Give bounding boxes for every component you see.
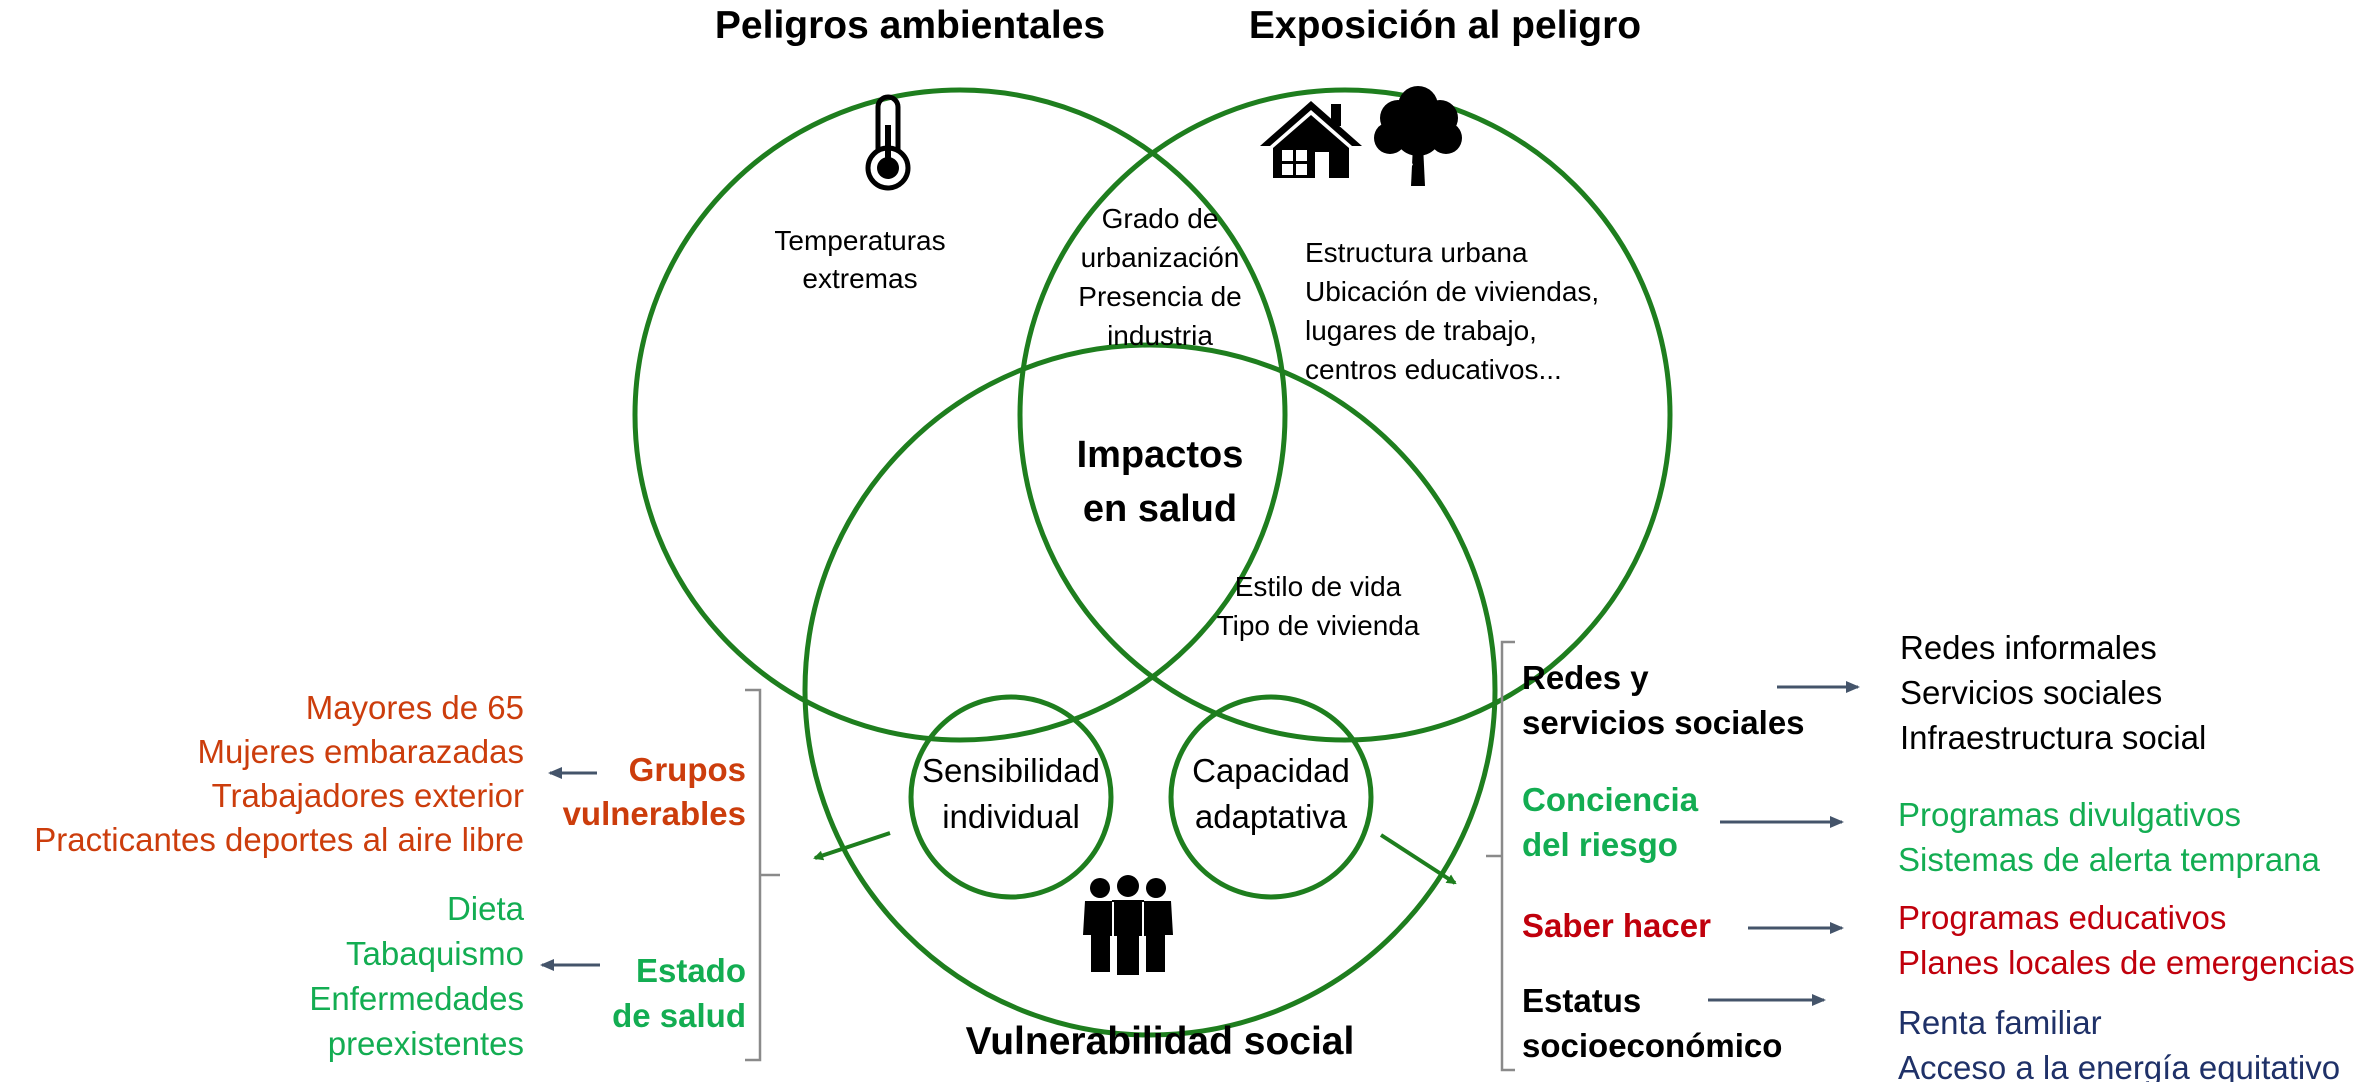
status-item: Renta familiar: [1898, 1004, 2102, 1041]
vulnerability-title: Vulnerabilidad social: [965, 1020, 1355, 1063]
knowhow-header: Saber hacer: [1522, 903, 1762, 948]
knowhow-list: Programas educativos Planes locales de e…: [1898, 895, 2368, 985]
awareness-header-line: Conciencia: [1522, 781, 1699, 818]
groups-item: Mujeres embarazadas: [197, 733, 525, 770]
left-bracket: [745, 688, 780, 1062]
groups-item: Mayores de 65: [305, 689, 524, 726]
knowhow-item: Programas educativos: [1898, 899, 2227, 936]
knowhow-header-line: Saber hacer: [1522, 907, 1711, 944]
vulnerability-circle: [802, 342, 1498, 1038]
awareness-item: Sistemas de alerta temprana: [1898, 841, 2320, 878]
knowhow-item: Planes locales de emergencias: [1898, 944, 2355, 981]
sensitivity-line: individual: [942, 798, 1080, 835]
thermometer-icon: [865, 94, 911, 191]
tree-icon: [1374, 86, 1462, 186]
exposure-line: centros educativos...: [1305, 354, 1562, 385]
sensitivity-line: Sensibilidad: [922, 752, 1100, 789]
exposure-vulnerability-line: Estilo de vida: [1234, 571, 1402, 602]
groups-item: Practicantes deportes al aire libre: [34, 821, 524, 858]
exposure-line: lugares de trabajo,: [1305, 315, 1537, 346]
networks-item: Infraestructura social: [1900, 719, 2207, 756]
health-header-line: Estado: [635, 952, 746, 989]
sensitivity-arrow: [813, 831, 891, 861]
adaptive-line: Capacidad: [1192, 752, 1350, 789]
networks-list: Redes informales Servicios sociales Infr…: [1900, 625, 2320, 760]
awareness-list: Programas divulgativos Sistemas de alert…: [1898, 792, 2358, 882]
hazard-exposure-line: Grado de: [1101, 203, 1219, 234]
status-item: Acceso a la energía equitativo: [1898, 1049, 2341, 1082]
hazard-exposure-text: Grado de urbanización Presencia de indus…: [1040, 199, 1280, 355]
health-item: Enfermedades: [309, 980, 524, 1017]
hazards-text: Temperaturas extremas: [745, 222, 975, 298]
people-group-icon: [1083, 875, 1173, 975]
awareness-header: Conciencia del riesgo: [1522, 777, 1782, 867]
awareness-header-line: del riesgo: [1522, 826, 1678, 863]
right-bracket: [1486, 640, 1515, 1072]
hazards-circle: [632, 87, 1288, 743]
adaptive-circle: [1168, 694, 1374, 900]
adaptive-arrow: [1379, 833, 1457, 885]
health-item: Dieta: [446, 890, 524, 927]
health-list: Dieta Tabaquismo Enfermedades preexisten…: [200, 886, 524, 1066]
exposure-title: Exposición al peligro: [1248, 4, 1642, 47]
awareness-item: Programas divulgativos: [1898, 796, 2241, 833]
sensitivity-circle: [908, 694, 1114, 900]
house-icon: [1260, 101, 1362, 178]
groups-header-line: vulnerables: [562, 795, 746, 832]
health-header: Estado de salud: [560, 948, 746, 1038]
health-item: preexistentes: [327, 1025, 524, 1062]
exposure-vulnerability-line: Tipo de vivienda: [1216, 610, 1420, 641]
health-header-line: de salud: [612, 997, 746, 1034]
networks-item: Servicios sociales: [1900, 674, 2163, 711]
hazard-exposure-line: industria: [1107, 320, 1213, 351]
status-header-line: socioeconómico: [1522, 1027, 1783, 1064]
adaptive-line: adaptativa: [1194, 798, 1348, 835]
status-list: Renta familiar Acceso a la energía equit…: [1898, 1000, 2358, 1082]
networks-header-line: Redes y: [1522, 659, 1649, 696]
hazards-line: Temperaturas: [774, 225, 946, 256]
status-header: Estatus socioeconómico: [1522, 978, 1782, 1068]
exposure-vulnerability-text: Estilo de vida Tipo de vivienda: [1198, 567, 1438, 645]
hazard-exposure-line: Presencia de: [1078, 281, 1242, 312]
sensitivity-text: Sensibilidad individual: [906, 748, 1116, 840]
impacts-line: Impactos: [1076, 434, 1244, 476]
adaptive-text: Capacidad adaptativa: [1166, 748, 1376, 840]
status-header-line: Estatus: [1522, 982, 1642, 1019]
health-item: Tabaquismo: [346, 935, 524, 972]
networks-header-line: servicios sociales: [1522, 704, 1805, 741]
exposure-line: Ubicación de viviendas,: [1305, 276, 1600, 307]
groups-item: Trabajadores exterior: [211, 777, 524, 814]
exposure-line: Estructura urbana: [1305, 237, 1528, 268]
impacts-line: en salud: [1082, 488, 1238, 530]
hazards-title: Peligros ambientales: [714, 4, 1106, 47]
networks-item: Redes informales: [1900, 629, 2157, 666]
networks-header: Redes y servicios sociales: [1522, 655, 1805, 745]
groups-list: Mayores de 65 Mujeres embarazadas Trabaj…: [0, 686, 524, 862]
impacts-label: Impactos en salud: [1030, 428, 1290, 536]
groups-header: Grupos vulnerables: [540, 748, 746, 836]
groups-header-line: Grupos: [628, 751, 746, 788]
hazard-exposure-line: urbanización: [1080, 242, 1240, 273]
exposure-text: Estructura urbana Ubicación de viviendas…: [1305, 233, 1645, 389]
hazards-line: extremas: [802, 263, 918, 294]
exposure-circle: [1017, 87, 1673, 743]
